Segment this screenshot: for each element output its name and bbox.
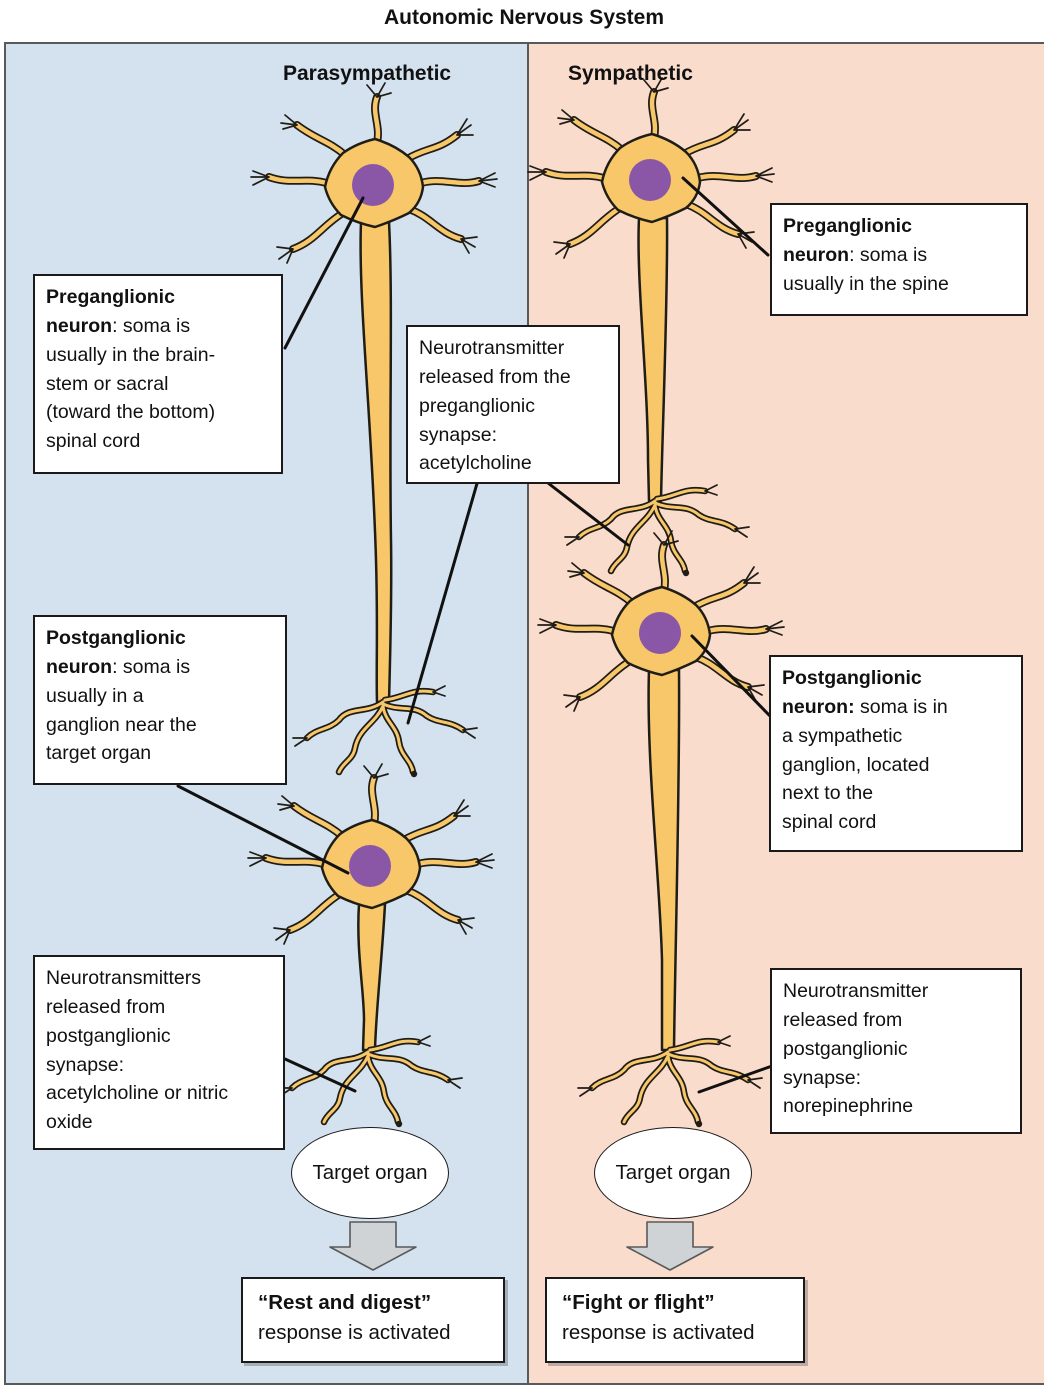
callout-symp-preganglionic: Preganglionic neuron: soma is usually in… [770, 203, 1028, 316]
callout-text: Neurotransmitter released from the prega… [419, 337, 571, 475]
callout-para-postganglionic-synapse: Neurotransmitters released from postgang… [33, 955, 285, 1150]
callout-para-postganglionic: Postganglionic neuron: soma is usually i… [33, 615, 287, 785]
callout-text: Neurotransmitters released from postgang… [46, 967, 229, 1134]
target-organ-right: Target organ [594, 1127, 752, 1219]
parasympathetic-heading: Parasympathetic [283, 62, 452, 85]
callout-text: soma is in a sympathetic ganglion, locat… [782, 695, 948, 834]
target-organ-label: Target organ [615, 1161, 731, 1184]
callout-lead: Postganglionic neuron [46, 627, 186, 678]
target-organ-label: Target organ [312, 1161, 428, 1184]
callout-symp-postganglionic: Postganglionic neuron: soma is in a symp… [769, 655, 1023, 852]
fight-or-flight-box: “Fight or flight” response is activated [545, 1277, 805, 1363]
response-text: response is activated [562, 1320, 755, 1344]
callout-text: : soma is usually in the spine [783, 243, 949, 295]
callout-preganglionic-synapse: Neurotransmitter released from the prega… [406, 325, 620, 484]
callout-symp-postganglionic-synapse: Neurotransmitter released from postgangl… [770, 968, 1022, 1134]
callout-text: : soma is usually in the brain- stem or … [46, 314, 216, 453]
response-lead: “Rest and digest” [258, 1291, 432, 1314]
callout-lead: Postganglionic neuron: [782, 667, 922, 718]
response-lead: “Fight or flight” [562, 1291, 715, 1314]
callout-lead: Preganglionic neuron [46, 286, 175, 337]
sympathetic-heading: Sympathetic [568, 62, 693, 85]
callout-text: : soma is usually in a ganglion near the… [46, 655, 197, 765]
rest-and-digest-box: “Rest and digest” response is activated [241, 1277, 505, 1363]
callout-para-preganglionic: Preganglionic neuron: soma is usually in… [33, 274, 283, 474]
target-organ-left: Target organ [291, 1127, 449, 1219]
callout-lead: Preganglionic neuron [783, 215, 912, 266]
figure-title: Autonomic Nervous System [383, 6, 665, 29]
callout-text: Neurotransmitter released from postgangl… [783, 980, 929, 1118]
response-text: response is activated [258, 1320, 451, 1344]
